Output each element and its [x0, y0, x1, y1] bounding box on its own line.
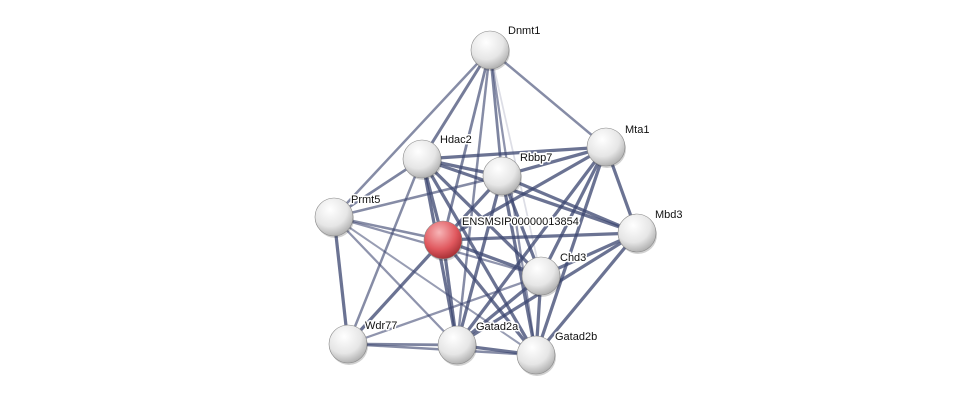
edge-mta1-hdac2[interactable] [421, 145, 607, 161]
node-circle[interactable] [470, 30, 510, 70]
node-circle[interactable] [437, 325, 477, 365]
node-label: Mta1 [625, 124, 649, 136]
edge-dnmt1-prmt5[interactable] [333, 49, 491, 218]
edge-dnmt1-gatad2a[interactable] [455, 49, 492, 346]
edge-rbbp7-gatad2a[interactable] [455, 175, 504, 346]
edge-chd3-wdr77[interactable] [347, 274, 542, 346]
node-layer: Dnmt1Mta1Hdac2Rbbp7Prmt5ENSMSIP000000138… [314, 24, 684, 376]
node-ensmsip00000013854[interactable]: ENSMSIP00000013854 [423, 215, 580, 261]
edge-ensmsip00000013854-mbd3[interactable] [442, 231, 638, 242]
node-label: Gatad2b [555, 331, 597, 343]
edge-rbbp7-prmt5[interactable] [333, 174, 503, 219]
edge-prmt5-gatad2b[interactable] [333, 216, 537, 356]
node-wdr77[interactable]: Wdr77 [328, 319, 399, 365]
edge-mta1-gatad2a[interactable] [455, 146, 608, 346]
node-circle[interactable] [516, 335, 556, 375]
edge-mta1-gatad2b[interactable] [534, 146, 608, 356]
node-circle[interactable] [617, 213, 657, 253]
node-hdac2[interactable]: Hdac2 [402, 133, 473, 180]
edge-ensmsip00000013854-gatad2b[interactable] [441, 238, 538, 357]
node-label: Chd3 [560, 252, 586, 264]
node-circle[interactable] [482, 156, 522, 196]
node-label: Gatad2a [476, 321, 519, 333]
node-label: Dnmt1 [508, 25, 540, 37]
node-circle[interactable] [328, 324, 368, 364]
node-gatad2a[interactable]: Gatad2a [437, 320, 521, 366]
node-circle[interactable] [586, 127, 626, 167]
node-label: Prmt5 [351, 194, 380, 206]
node-circle[interactable] [521, 256, 561, 296]
edge-prmt5-wdr77[interactable] [332, 216, 350, 345]
node-dnmt1[interactable]: Dnmt1 [470, 24, 542, 71]
edge-rbbp7-mbd3[interactable] [501, 174, 638, 235]
node-chd3[interactable]: Chd3 [521, 251, 588, 297]
node-circle[interactable] [402, 139, 442, 179]
edge-prmt5-gatad2a[interactable] [333, 216, 458, 346]
node-label: ENSMSIP00000013854 [462, 216, 579, 228]
node-prmt5[interactable]: Prmt5 [314, 193, 382, 238]
node-mbd3[interactable]: Mbd3 [617, 208, 684, 254]
edge-dnmt1-hdac2[interactable] [420, 49, 492, 160]
node-label: Rbbp7 [520, 152, 552, 164]
edge-mbd3-gatad2b[interactable] [534, 231, 639, 357]
node-gatad2b[interactable]: Gatad2b [516, 330, 599, 376]
node-label: Mbd3 [655, 209, 683, 221]
node-mta1[interactable]: Mta1 [586, 123, 651, 168]
edge-ensmsip00000013854-wdr77[interactable] [346, 238, 445, 346]
node-rbbp7[interactable]: Rbbp7 [482, 151, 554, 197]
edge-dnmt1-mta1[interactable] [489, 49, 607, 148]
node-label: Wdr77 [365, 320, 397, 332]
node-circle[interactable] [423, 220, 463, 260]
edge-hdac2-mbd3[interactable] [421, 157, 638, 235]
edge-rbbp7-gatad2b[interactable] [500, 175, 538, 356]
node-label: Hdac2 [440, 134, 472, 146]
edge-hdac2-chd3[interactable] [420, 157, 543, 278]
node-circle[interactable] [314, 197, 354, 237]
